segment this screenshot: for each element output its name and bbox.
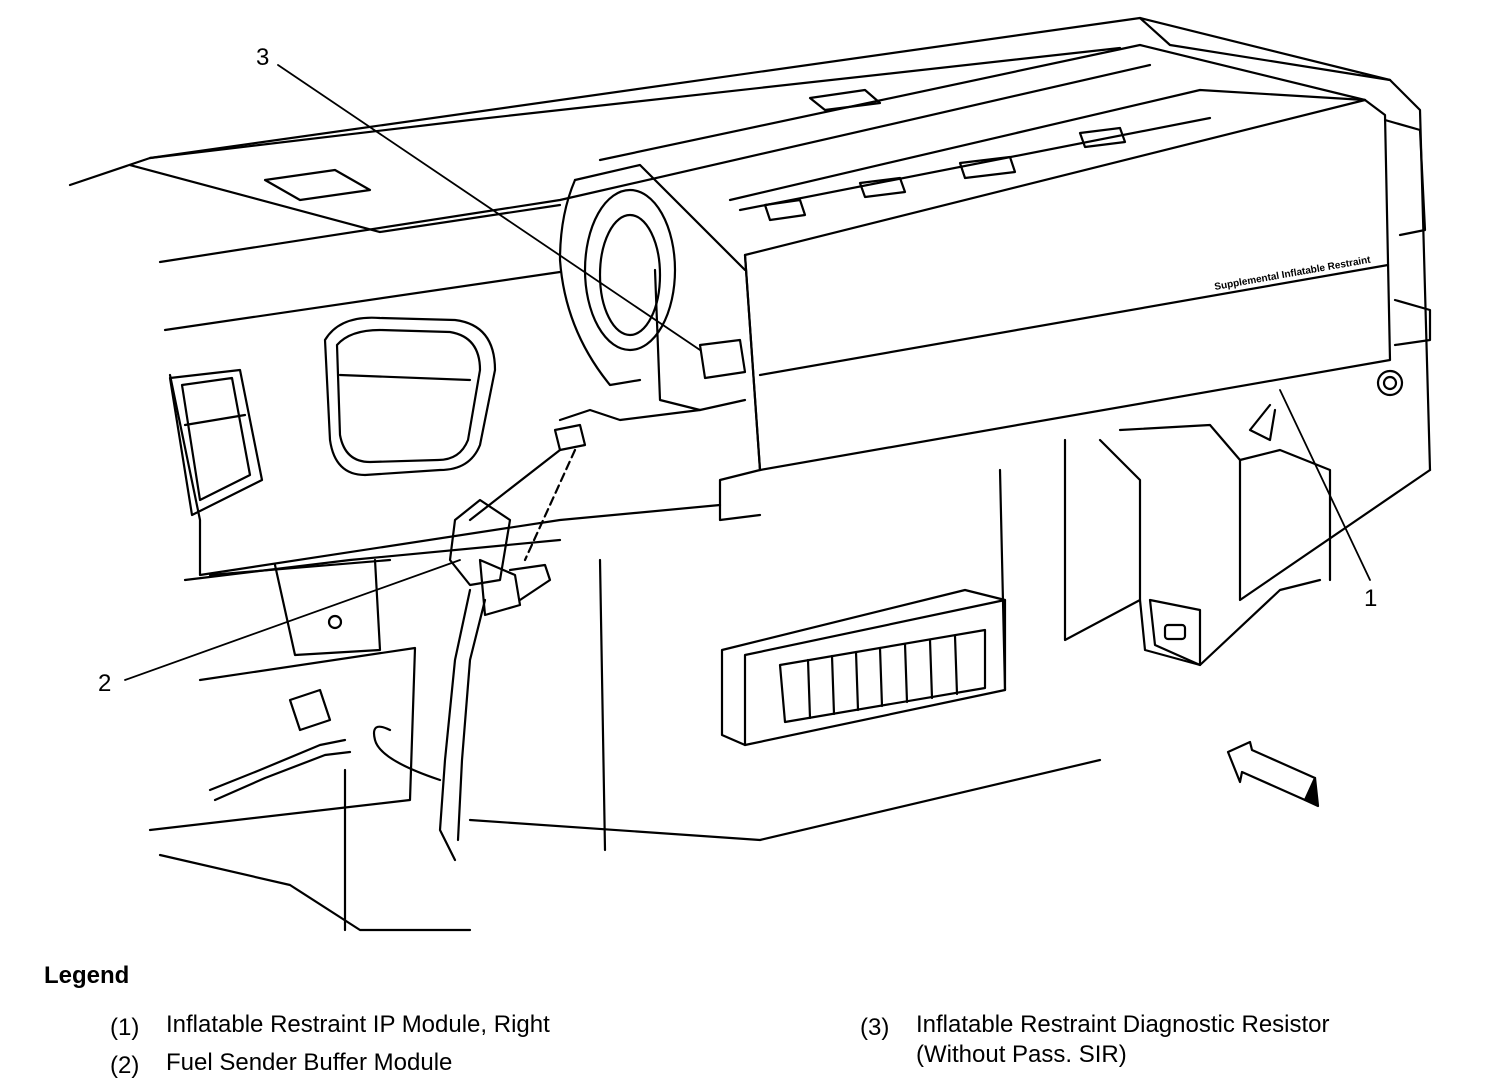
wiring-harness <box>208 408 702 862</box>
legend-item-3-text: Inflatable Restraint Diagnostic Resistor… <box>916 1011 1330 1068</box>
legend-item-2-number: (2) <box>110 1052 140 1079</box>
steering-column-ring <box>558 163 747 387</box>
legend-title: Legend <box>44 962 130 989</box>
panel-label: Supplemental Inflatable Restraint <box>1214 255 1373 293</box>
dash-lower-body <box>148 270 1432 932</box>
leader-line-2 <box>124 559 461 681</box>
callout-1: 1 <box>1364 585 1378 612</box>
center-air-vent <box>323 316 497 477</box>
leader-lines <box>124 64 1371 681</box>
dash-top-surface <box>68 16 1432 472</box>
left-air-vent <box>168 368 264 517</box>
ip-module-right: Supplemental Inflatable Restraint <box>598 43 1432 522</box>
fuel-sender-buffer-module <box>448 498 552 617</box>
leader-line-1 <box>1279 389 1371 581</box>
legend-item-3-number: (3) <box>860 1014 890 1041</box>
legend-item-2-text: Fuel Sender Buffer Module <box>166 1049 453 1076</box>
legend-item-1-text: Inflatable Restraint IP Module, Right <box>166 1011 550 1038</box>
callout-3: 3 <box>256 44 270 71</box>
legend-item-1-number: (1) <box>110 1014 140 1041</box>
lower-air-vent <box>720 588 1007 747</box>
leader-line-3 <box>277 64 701 351</box>
dashboard-diagram: Supplemental Inflatable Restraint <box>68 16 1432 932</box>
view-direction-arrow-icon <box>1226 740 1320 808</box>
callout-2: 2 <box>98 670 112 697</box>
